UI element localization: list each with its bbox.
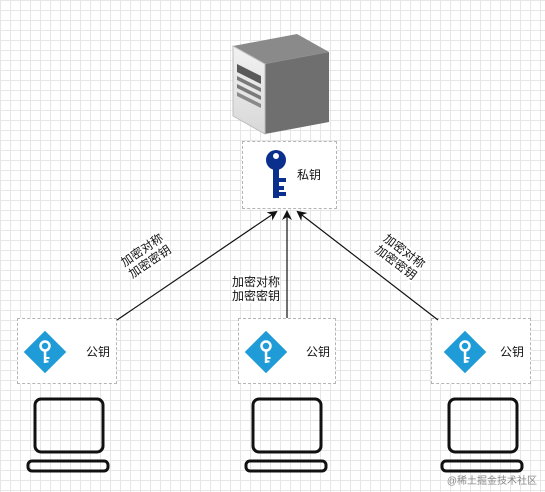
public-key-label: 公钥	[500, 345, 525, 359]
public-key-label: 公钥	[306, 345, 331, 359]
server	[225, 30, 335, 140]
public-key-icon	[24, 331, 66, 373]
public-key-label: 公钥	[86, 345, 111, 359]
arrow-client-1-to-server	[116, 210, 278, 321]
server-icon	[232, 34, 329, 135]
private-key-icon	[266, 150, 286, 198]
laptop-icon	[244, 397, 328, 473]
client-2-key-box: 公钥	[238, 318, 336, 384]
edge-label-line-1: 加密对称	[232, 275, 281, 289]
edge-label-line-2: 加密密钥	[232, 289, 281, 303]
arrow-client-3-to-server	[296, 210, 439, 321]
laptop-icon	[26, 397, 110, 473]
watermark: @稀土掘金技术社区	[446, 476, 537, 487]
laptop-icon	[440, 397, 524, 473]
edge-label-middle: 加密对称 加密密钥	[232, 275, 281, 303]
public-key-icon	[245, 331, 287, 373]
private-key-label: 私钥	[297, 168, 322, 182]
private-key-box: 私钥	[242, 141, 337, 209]
public-key-icon	[444, 331, 486, 373]
client-3-key-box: 公钥	[431, 318, 531, 384]
client-1-key-box: 公钥	[17, 318, 117, 384]
